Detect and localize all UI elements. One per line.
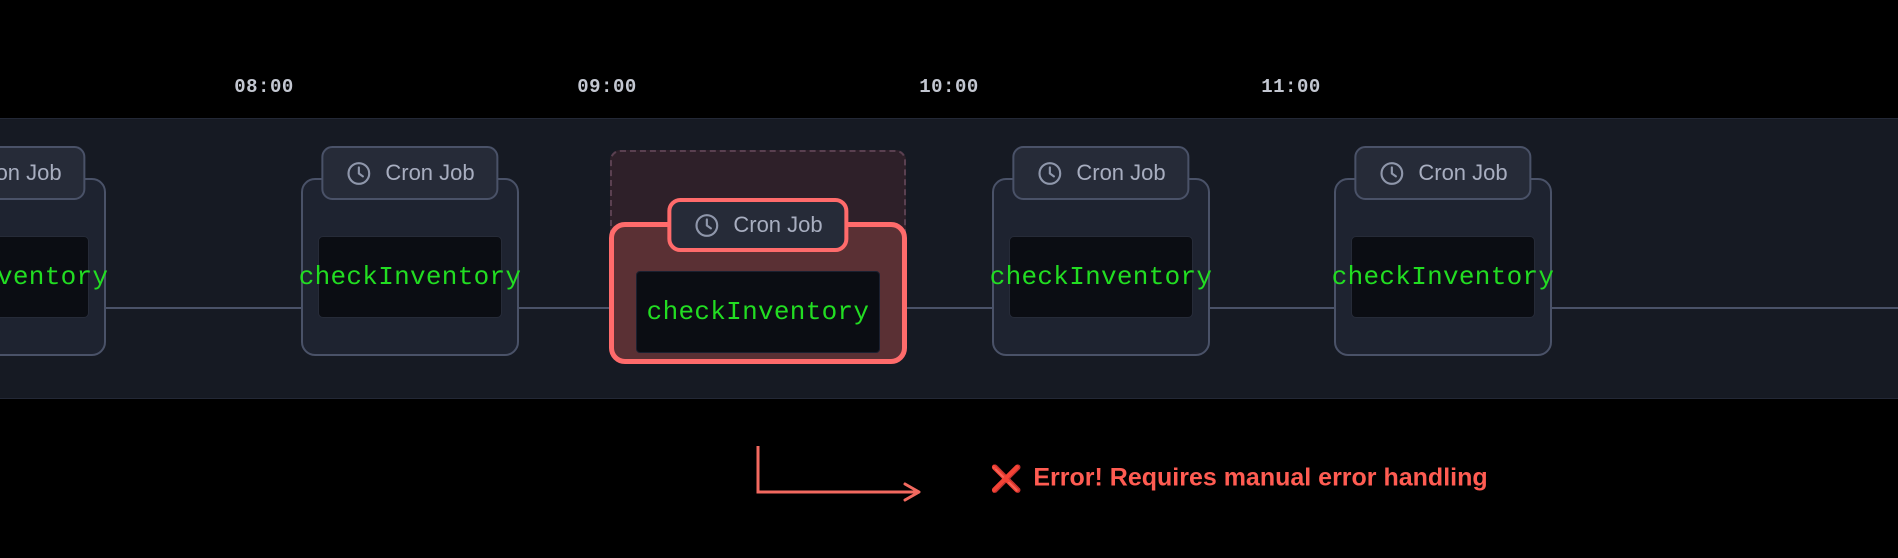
cron-job-badge[interactable]: Cron Job bbox=[321, 146, 499, 200]
cron-job-badge[interactable]: Cron Job bbox=[0, 146, 86, 200]
clock-icon bbox=[1038, 161, 1062, 185]
connector-rail bbox=[0, 307, 1898, 309]
job-function-name: checkInventory bbox=[298, 262, 522, 292]
cron-job-badge[interactable]: Cron Job bbox=[1354, 146, 1532, 200]
cron-job-card-error[interactable]: Cron Job checkInventory bbox=[609, 198, 907, 364]
code-box: checkInventory bbox=[636, 271, 880, 353]
code-box: checkInventory bbox=[990, 236, 1212, 318]
axis-tick-1100: 11:00 bbox=[1261, 76, 1321, 98]
cron-job-badge-label: Cron Job bbox=[733, 212, 823, 237]
axis-tick-0900: 09:00 bbox=[577, 76, 637, 98]
code-box: checkInventory bbox=[0, 236, 108, 318]
cron-job-card[interactable]: Cron Job checkInventory bbox=[990, 146, 1212, 356]
axis-tick-0800: 08:00 bbox=[234, 76, 294, 98]
code-box: checkInventory bbox=[1332, 236, 1554, 318]
job-function-name: checkInventory bbox=[0, 262, 109, 292]
clock-icon bbox=[695, 213, 719, 237]
error-x-icon: ❌ bbox=[990, 463, 1023, 493]
annotation-elbow-line bbox=[756, 446, 918, 494]
timeline-band bbox=[0, 118, 1898, 399]
cron-job-badge[interactable]: Cron Job bbox=[667, 198, 849, 252]
time-axis: 08:00 09:00 10:00 11:00 bbox=[0, 0, 1898, 118]
cron-job-badge-label: Cron Job bbox=[385, 160, 475, 185]
cron-job-card[interactable]: Cron Job checkInventory bbox=[1332, 146, 1554, 356]
cron-job-badge[interactable]: Cron Job bbox=[1012, 146, 1190, 200]
clock-icon bbox=[1380, 161, 1404, 185]
clock-icon bbox=[347, 161, 371, 185]
annotation-arrowhead bbox=[903, 482, 921, 502]
band-top-divider bbox=[0, 118, 1898, 119]
cron-job-card[interactable]: Cron Job checkInventory bbox=[0, 146, 108, 356]
cron-job-card[interactable]: Cron Job checkInventory bbox=[299, 146, 521, 356]
band-bottom-divider bbox=[0, 398, 1898, 399]
job-function-name: checkInventory bbox=[646, 297, 870, 327]
job-function-name: checkInventory bbox=[1331, 262, 1555, 292]
error-message-group: ❌ Error! Requires manual error handling bbox=[990, 464, 1488, 493]
axis-tick-1000: 10:00 bbox=[919, 76, 979, 98]
error-message-text: Error! Requires manual error handling bbox=[1033, 463, 1488, 492]
cron-job-badge-label: Cron Job bbox=[1076, 160, 1166, 185]
job-function-name: checkInventory bbox=[989, 262, 1213, 292]
cron-job-badge-label: Cron Job bbox=[1418, 160, 1508, 185]
cron-job-badge-label: Cron Job bbox=[0, 160, 62, 185]
code-box: checkInventory bbox=[299, 236, 521, 318]
